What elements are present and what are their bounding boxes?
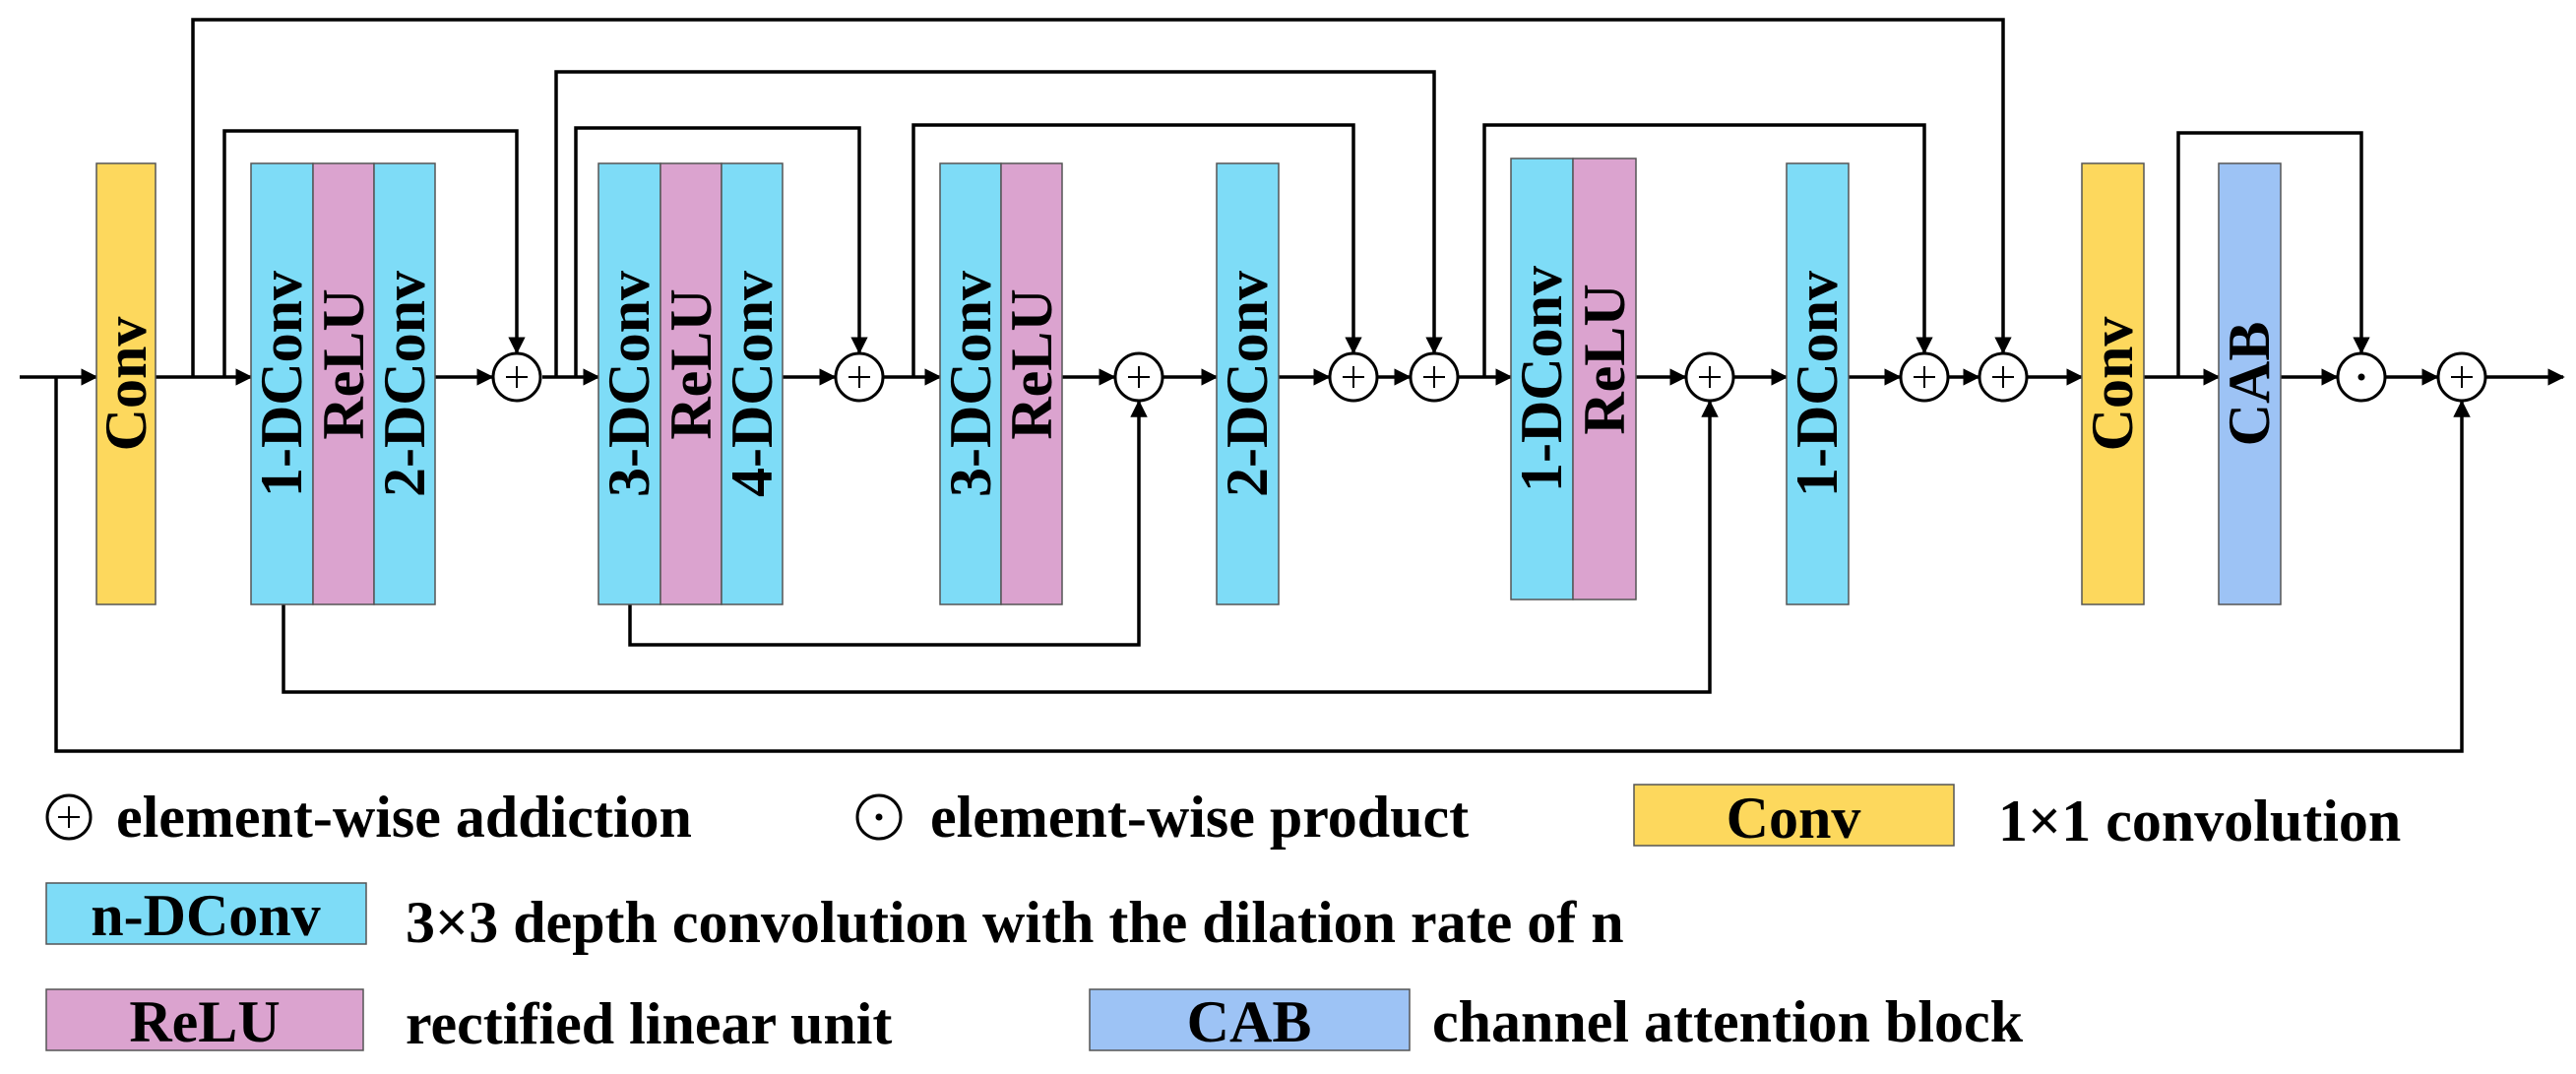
add-node xyxy=(1978,351,2029,403)
dconv-4-label: 4-DConv xyxy=(720,271,785,497)
legend-dconv-label: 3×3 depth convolution with the dilation … xyxy=(406,890,1624,955)
add-node xyxy=(1113,351,1164,403)
relu-4-label: ReLU xyxy=(1572,284,1637,434)
skip-connections-bottom xyxy=(54,377,2471,753)
conv-out-label: Conv xyxy=(2080,317,2145,452)
legend-cab-box-label: CAB xyxy=(1187,989,1312,1054)
dconv-6-label: 2-DConv xyxy=(1215,271,1280,497)
add-node xyxy=(1899,351,1950,403)
conv-in-block: Conv xyxy=(94,162,158,605)
dconv-3-label: 3-DConv xyxy=(597,271,661,497)
legend-cab-label: channel attention block xyxy=(1432,989,2024,1054)
legend-relu-box-label: ReLU xyxy=(129,989,280,1054)
add-node xyxy=(1409,351,1460,403)
cab-label: CAB xyxy=(2217,322,2282,447)
legend-relu-label: rectified linear unit xyxy=(406,991,892,1056)
add-node xyxy=(1328,351,1379,403)
dconv-5-label: 3-DConv xyxy=(938,271,1003,497)
legend-add-icon xyxy=(45,793,93,841)
conv-in-label: Conv xyxy=(94,317,158,452)
dconv-2-label: 2-DConv xyxy=(372,271,437,497)
add-node xyxy=(1684,351,1735,403)
legend-dconv-box-label: n-DConv xyxy=(91,883,320,948)
product-node xyxy=(2336,351,2387,403)
add-node xyxy=(2436,351,2487,403)
add-node xyxy=(491,351,542,403)
dconv-1-label: 1-DConv xyxy=(249,271,314,497)
block-6: 1-DConv xyxy=(1785,162,1850,605)
block-4: 2-DConv xyxy=(1215,162,1280,605)
relu-1-label: ReLU xyxy=(311,288,376,439)
legend-conv-box-label: Conv xyxy=(1727,786,1861,851)
relu-2-label: ReLU xyxy=(659,288,723,439)
relu-3-label: ReLU xyxy=(999,288,1064,439)
legend-add-label: element-wise addiction xyxy=(116,785,692,850)
legend-conv-label: 1×1 convolution xyxy=(1998,789,2401,853)
conv-out-block: Conv xyxy=(2080,162,2145,605)
legend-product-label: element-wise product xyxy=(930,785,1469,850)
add-node xyxy=(834,351,885,403)
legend-product-icon xyxy=(855,793,903,841)
dconv-7-label: 1-DConv xyxy=(1509,266,1574,492)
skip-connections-top xyxy=(191,18,2370,377)
block-group-3: 3-DConv ReLU xyxy=(938,162,1064,605)
block-group-2: 3-DConv ReLU 4-DConv xyxy=(597,162,785,605)
block-group-1: 1-DConv ReLU 2-DConv xyxy=(249,162,437,605)
block-group-5: 1-DConv ReLU xyxy=(1509,158,1637,600)
cab-block: CAB xyxy=(2217,162,2282,605)
dconv-8-label: 1-DConv xyxy=(1785,271,1850,497)
legend: element-wise addiction element-wise prod… xyxy=(45,784,2401,1056)
